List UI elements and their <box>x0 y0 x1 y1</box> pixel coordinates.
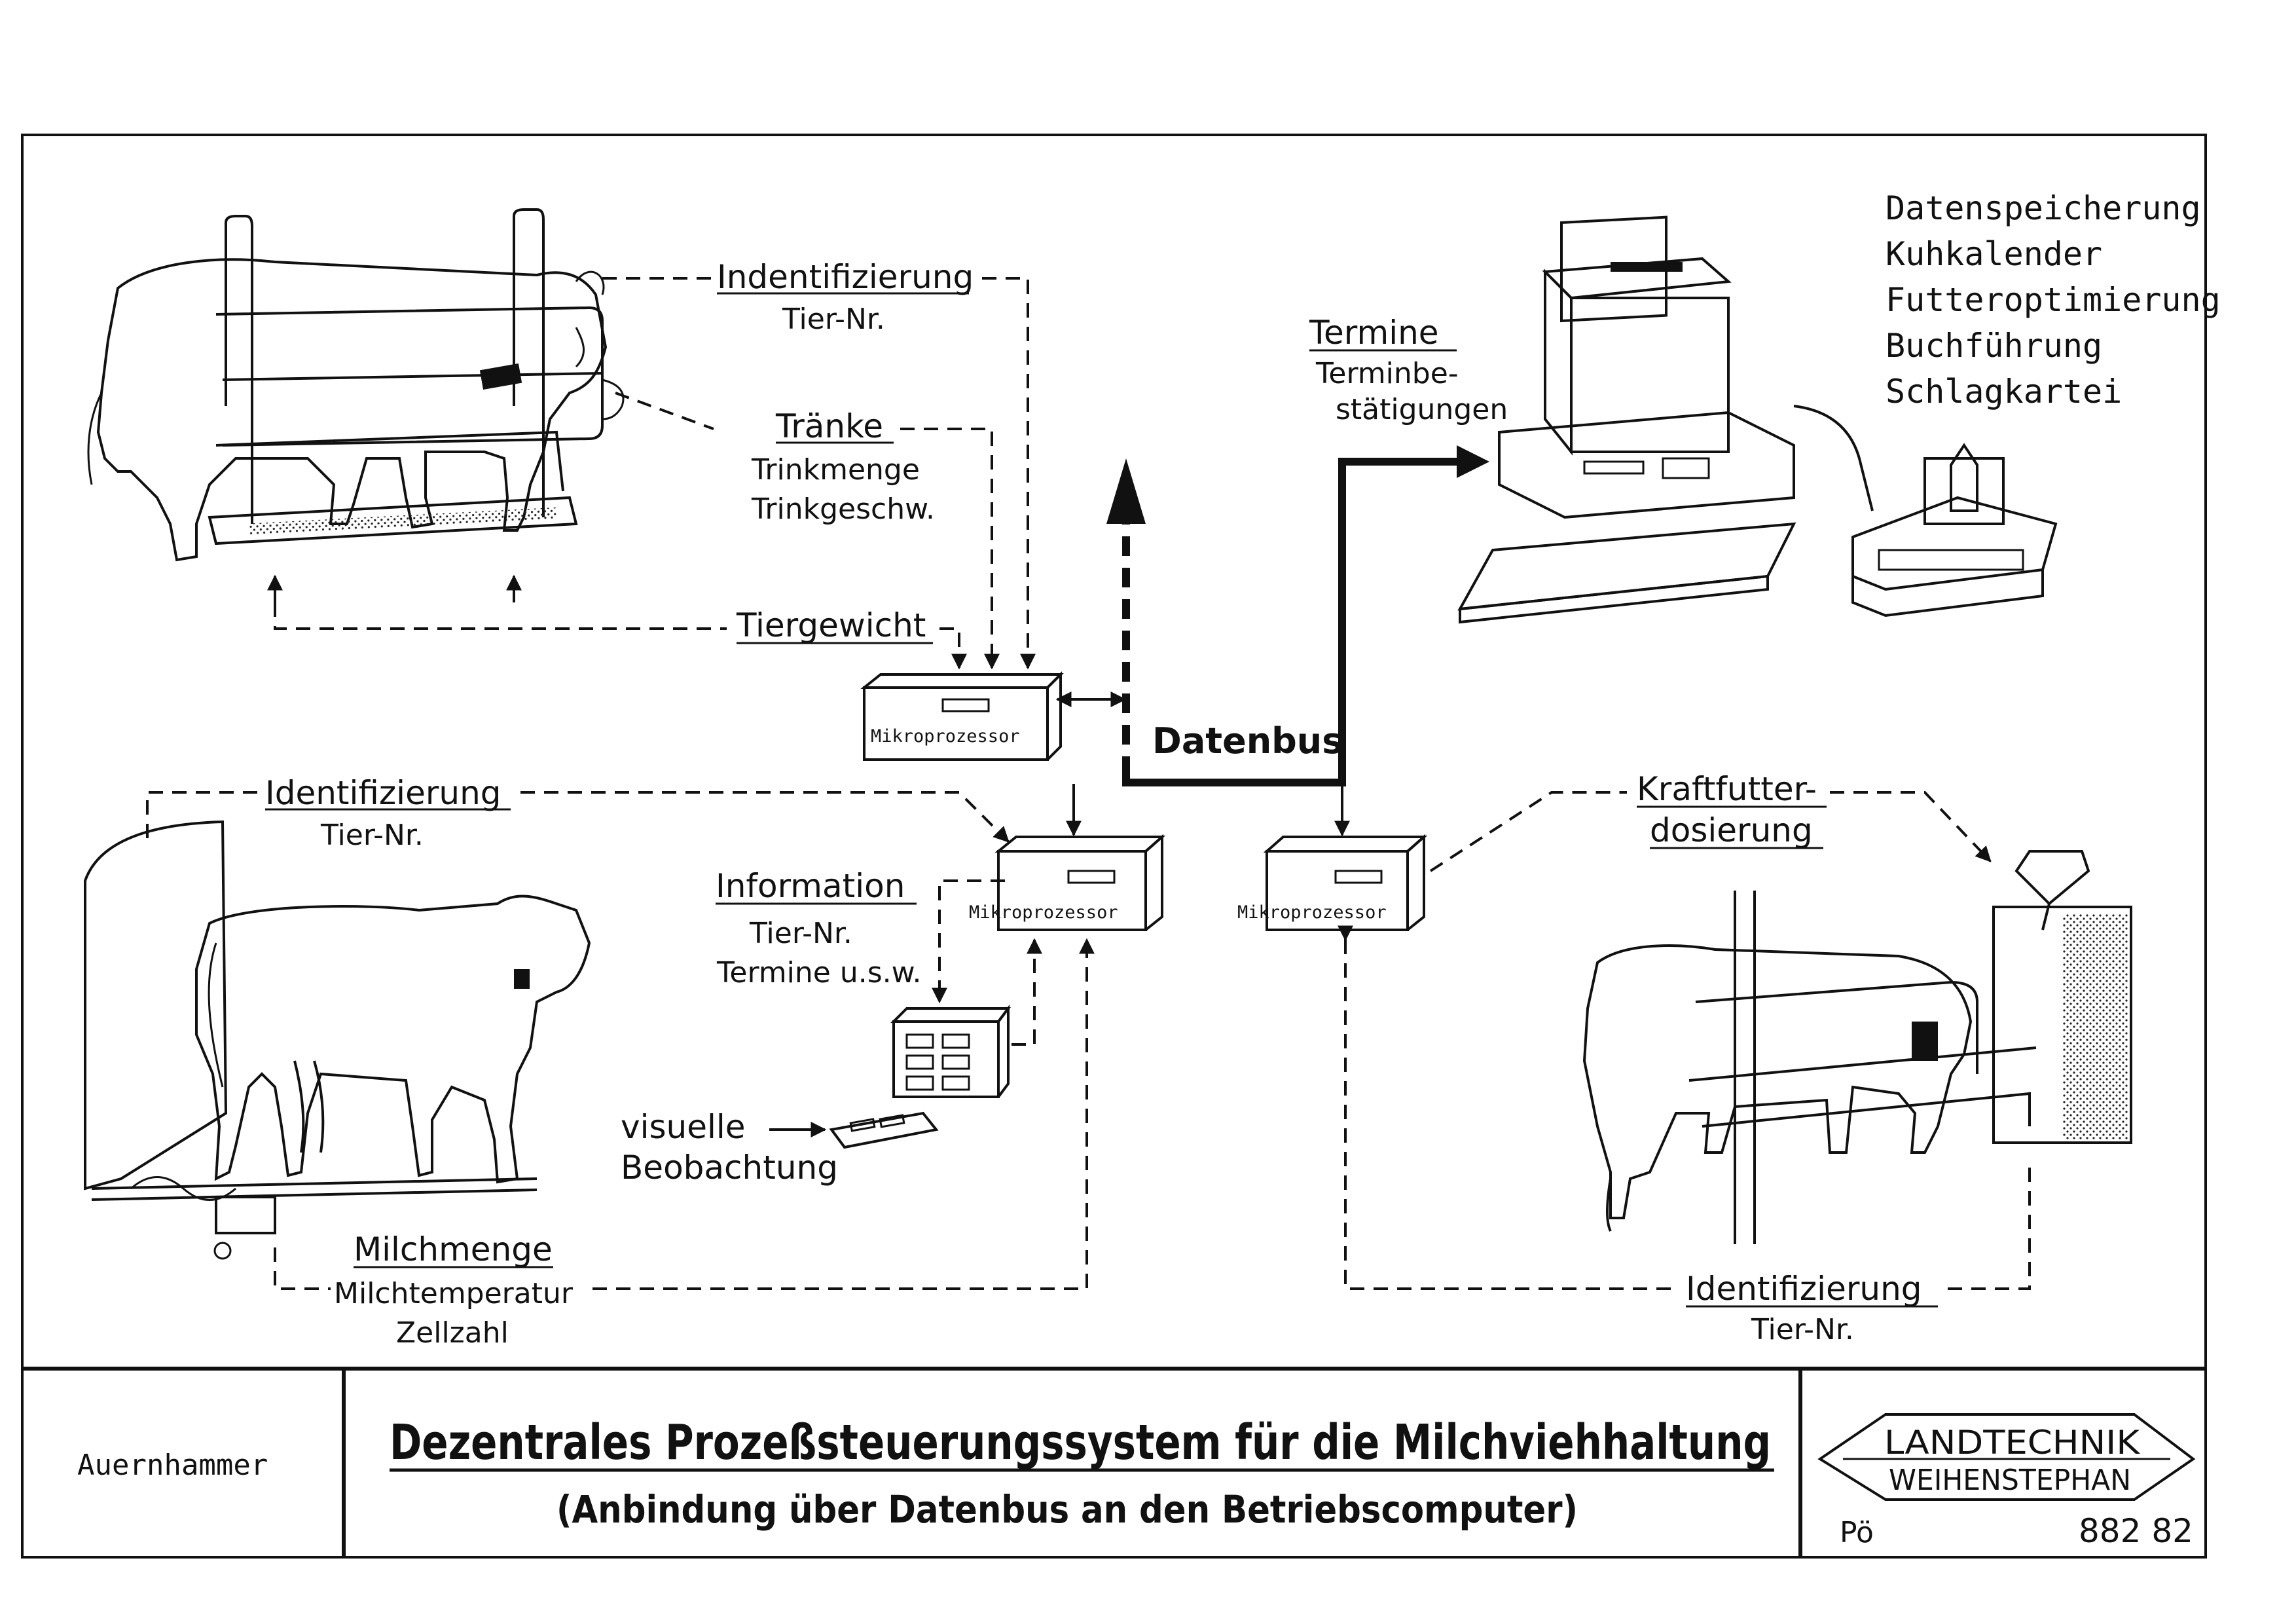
milk-sub-cells: Zellzahl <box>396 1316 509 1350</box>
task-feed-optimization: Futteroptimierung <box>1886 281 2221 319</box>
weight-label: Tiergewicht <box>736 606 926 644</box>
feeder-ident-sub: Tier-Nr. <box>1751 1313 1854 1346</box>
water-sub-amount: Trinkmenge <box>751 453 920 487</box>
computer-illustration <box>1457 215 1874 624</box>
termine-sub-2: stätigungen <box>1336 393 1508 426</box>
info-display-terminal <box>890 1005 1011 1098</box>
logo-line-1: LANDTECHNIK <box>1884 1424 2140 1462</box>
microprocessor-box-feeder: Mikroprozessor <box>1237 834 1428 931</box>
info-sub-animal: Tier-Nr. <box>749 917 852 950</box>
feeder-station-illustration <box>1582 850 2132 1244</box>
connectors-feeder <box>1338 791 2031 1290</box>
drawing-code-right: 882 82 <box>2079 1512 2193 1550</box>
computer-task-list: Datenspeicherung Kuhkalender Futteroptim… <box>1886 189 2221 411</box>
drawing-title: Dezentrales Prozeßsteuerungssystem für d… <box>390 1414 1771 1471</box>
connectors-milk-station <box>146 783 1350 1290</box>
microprocessor-label-milk: Mikroprozessor <box>969 902 1118 923</box>
ident-label-top: Indentifizierung <box>717 258 974 296</box>
feeder-label-2: dosierung <box>1650 811 1813 849</box>
drawing-code-left: Pö <box>1840 1516 1874 1549</box>
logo-line-2: WEIHENSTEPHAN <box>1889 1464 2131 1497</box>
databus <box>1106 445 1489 786</box>
termine-sub-1: Terminbe- <box>1315 357 1459 390</box>
databus-label: Datenbus <box>1152 720 1343 762</box>
ident-sub-top: Tier-Nr. <box>782 303 885 336</box>
ident-label-milk: Identifizierung <box>265 774 501 812</box>
outer-frame <box>21 134 2207 1559</box>
visual-label-1: visuelle <box>621 1108 746 1146</box>
printer-illustration <box>1851 443 2058 618</box>
info-sub-dates: Termine u.s.w. <box>716 956 922 989</box>
landtechnik-logo: LANDTECHNIK WEIHENSTEPHAN <box>1817 1413 2196 1501</box>
microprocessor-label-top: Mikroprozessor <box>871 726 1020 747</box>
task-bookkeeping: Buchführung <box>1886 327 2102 365</box>
info-label: Information <box>716 867 905 905</box>
microprocessor-box-milk: Mikroprozessor <box>969 834 1166 931</box>
milking-station-illustration <box>84 820 591 1260</box>
task-field-records: Schlagkartei <box>1886 373 2122 411</box>
water-sub-speed: Trinkgeschw. <box>751 492 935 526</box>
microprocessor-label-feeder: Mikroprozessor <box>1237 902 1387 923</box>
ident-sub-milk: Tier-Nr. <box>320 819 424 852</box>
water-label: Tränke <box>775 407 883 445</box>
feeder-ident-label: Identifizierung <box>1686 1270 1922 1308</box>
author-name: Auernhammer <box>77 1449 268 1482</box>
connectors-top-stall <box>267 277 1127 707</box>
cow-stall-top-illustration <box>87 208 625 562</box>
visual-label-2: Beobachtung <box>621 1149 838 1187</box>
milk-sub-temp: Milchtemperatur <box>334 1277 574 1310</box>
handheld-keypad <box>829 1111 939 1149</box>
task-cow-calendar: Kuhkalender <box>1886 235 2102 273</box>
milk-label: Milchmenge <box>354 1230 553 1268</box>
termine-label: Termine <box>1309 314 1439 352</box>
feeder-label-1: Kraftfutter- <box>1637 770 1817 808</box>
drawing-subtitle: (Anbindung über Datenbus an den Betriebs… <box>556 1487 1578 1532</box>
microprocessor-box-top: Mikroprozessor <box>860 671 1064 761</box>
task-data-storage: Datenspeicherung <box>1886 189 2201 227</box>
